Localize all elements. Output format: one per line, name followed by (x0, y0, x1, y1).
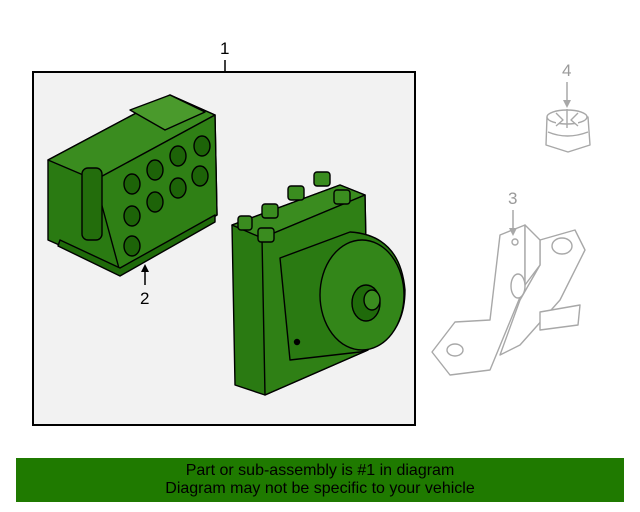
callout-2[interactable]: 2 (140, 289, 150, 308)
grommet-part[interactable] (545, 109, 591, 153)
hydraulic-unit-part[interactable] (231, 171, 406, 396)
control-module-part[interactable] (47, 94, 218, 277)
callout-4-arrowhead (563, 100, 571, 108)
callout-1[interactable]: 1 (220, 39, 230, 58)
notice-line-2: Diagram may not be specific to your vehi… (165, 480, 475, 497)
notice-line-1: Part or sub-assembly is #1 in diagram (185, 462, 455, 479)
callout-4[interactable]: 4 (562, 61, 572, 80)
bracket-part[interactable] (431, 224, 586, 376)
callout-3[interactable]: 3 (508, 189, 518, 208)
callout-2-arrowhead (141, 264, 149, 272)
notice-banner: Part or sub-assembly is #1 in diagram Di… (16, 458, 624, 502)
callout-3-arrowhead (509, 228, 517, 236)
